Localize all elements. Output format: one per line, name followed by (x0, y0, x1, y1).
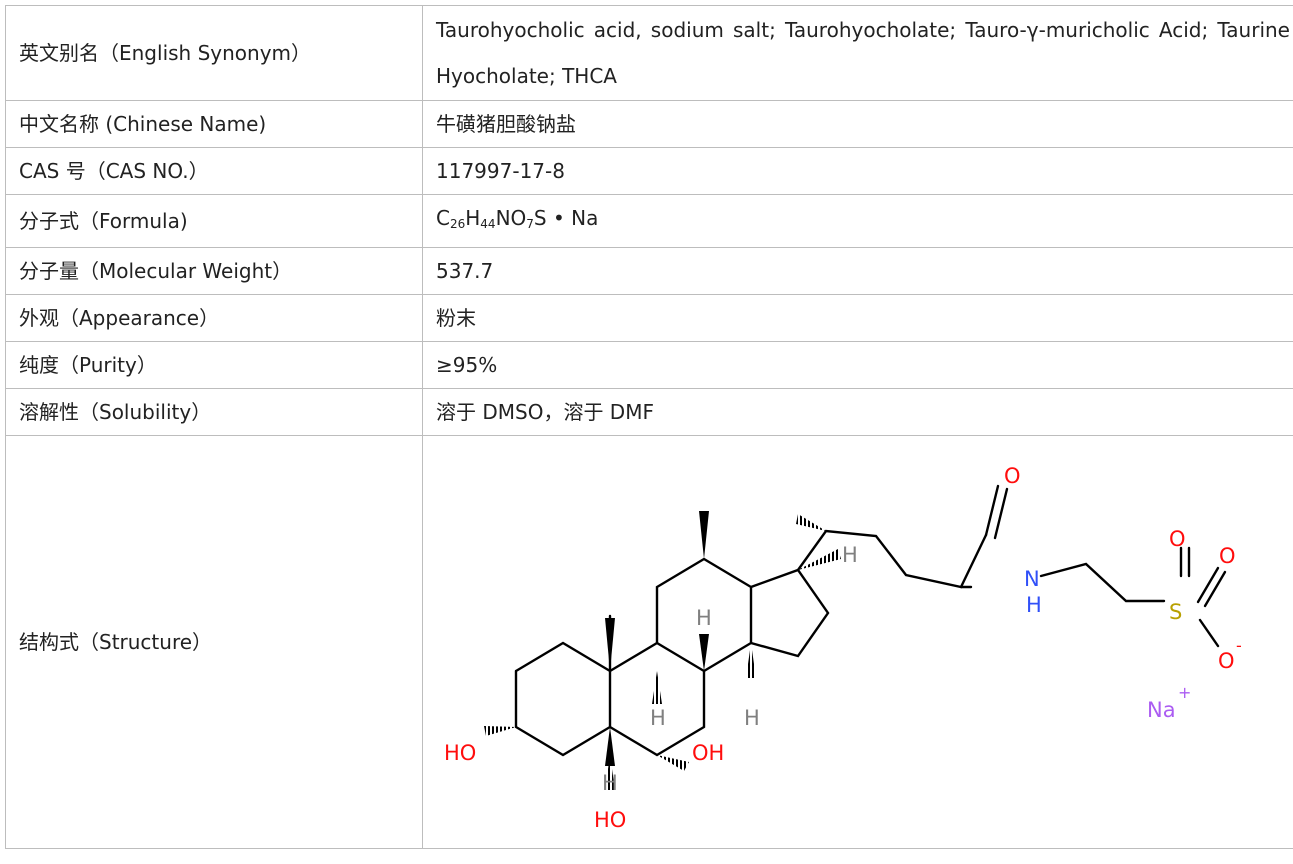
value-english-synonym: Taurohyocholic acid, sodium salt; Tauroh… (422, 5, 1293, 101)
atom-h-c14: H (744, 706, 760, 730)
formula-c: C (436, 206, 450, 230)
label-structure: 结构式（Structure） (5, 435, 423, 849)
atom-oxygen-carbonyl: O (1004, 464, 1021, 488)
table-row: 外观（Appearance） 粉末 (5, 294, 1293, 342)
formula-o-count: 7 (526, 217, 534, 231)
value-solubility: 溶于 DMSO，溶于 DMF (422, 388, 1293, 436)
atom-sulfonyl-o1: O (1169, 527, 1186, 551)
atom-ho-c6: HO (594, 808, 626, 832)
value-formula: C26H44NO7S • Na (422, 194, 1293, 248)
structure-diagram: O N H S O O O - Na + H H H H H HO OH (444, 464, 1242, 832)
atom-charge-minus: - (1236, 636, 1242, 655)
atom-h-c5: H (602, 771, 618, 795)
atom-labels: O N H S O O O - Na + H H H H H HO OH (444, 464, 1242, 832)
table-row: 分子量（Molecular Weight） 537.7 (5, 247, 1293, 295)
formula-h-count: 44 (480, 217, 496, 231)
label-chinese-name: 中文名称 (Chinese Name) (5, 100, 423, 148)
spec-table: 英文别名（English Synonym） Taurohyocholic aci… (5, 5, 1293, 849)
atom-sodium: Na (1147, 698, 1176, 722)
label-solubility: 溶解性（Solubility） (5, 388, 423, 436)
atom-ho-c3: HO (444, 741, 476, 765)
formula-s-na: S • Na (533, 206, 599, 230)
atom-h-c17: H (842, 543, 858, 567)
label-formula: 分子式（Formula) (5, 194, 423, 248)
table-row: 英文别名（English Synonym） Taurohyocholic aci… (5, 5, 1293, 101)
table-row: 溶解性（Solubility） 溶于 DMSO，溶于 DMF (5, 388, 1293, 436)
label-appearance: 外观（Appearance） (5, 294, 423, 342)
structure-cell: O N H S O O O - Na + H H H H H HO OH (422, 435, 1293, 849)
formula-h: H (465, 206, 481, 230)
stereo-bonds (484, 511, 841, 790)
table-row: CAS 号（CAS NO.） 117997-17-8 (5, 147, 1293, 195)
bond-lines (514, 484, 1227, 757)
value-appearance: 粉末 (422, 294, 1293, 342)
label-english-synonym: 英文别名（English Synonym） (5, 5, 423, 101)
label-purity: 纯度（Purity） (5, 341, 423, 389)
atom-amide-h: H (1026, 593, 1042, 617)
value-chinese-name: 牛磺猪胆酸钠盐 (422, 100, 1293, 148)
formula-c-count: 26 (449, 217, 466, 231)
value-purity: ≥95% (422, 341, 1293, 389)
label-cas-number: CAS 号（CAS NO.） (5, 147, 423, 195)
atom-h-c8: H (696, 606, 712, 630)
atom-oh-c7: OH (692, 741, 724, 765)
table-row: 结构式（Structure） (5, 435, 1293, 849)
atom-sulfonate-o: O (1218, 649, 1235, 673)
table-row: 纯度（Purity） ≥95% (5, 341, 1293, 389)
atom-charge-plus: + (1178, 683, 1191, 702)
value-cas-number: 117997-17-8 (422, 147, 1293, 195)
atom-h-c9: H (650, 706, 666, 730)
atom-nitrogen: N (1024, 567, 1040, 591)
label-molecular-weight: 分子量（Molecular Weight） (5, 247, 423, 295)
atom-sulfonyl-o2: O (1219, 544, 1236, 568)
formula-no: NO (495, 206, 527, 230)
value-molecular-weight: 537.7 (422, 247, 1293, 295)
table-row: 中文名称 (Chinese Name) 牛磺猪胆酸钠盐 (5, 100, 1293, 148)
atom-sulfur: S (1169, 600, 1182, 624)
table-row: 分子式（Formula) C26H44NO7S • Na (5, 194, 1293, 248)
